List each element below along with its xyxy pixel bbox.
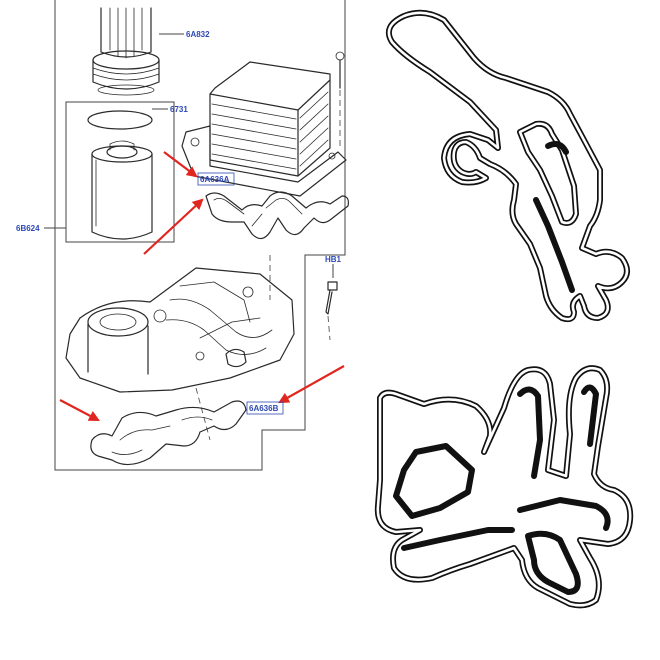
lower-gasket-small [90,400,247,466]
oil-filter-housing [65,267,295,393]
label-bolt: HB1 [325,255,342,264]
label-upper-gasket: 6A636A [200,175,230,184]
upper-gasket-callout-box [197,172,235,186]
filter-cartridge [91,140,153,240]
housing-bolt [325,264,338,341]
cooler-bolt [335,51,345,148]
lower-gasket-large [374,365,634,609]
arrow-upper-2 [143,198,204,255]
upper-gasket-small [205,191,349,240]
exploded-diagram: 6A832 6731 6A636A 6B624 HB1 6A636B [16,0,349,471]
label-o-ring: 6731 [170,105,188,114]
lower-gasket-small-inner [111,416,213,455]
label-lower-gasket: 6A636B [249,404,279,413]
filter-cap [92,7,160,96]
oil-cooler [181,61,347,197]
label-housing-group: 6B624 [16,224,40,233]
lower-gasket-callout-box [246,401,284,415]
guide-line-housing [195,387,211,441]
upper-gasket-large [386,9,630,323]
o-ring [87,110,153,130]
upper-gasket-small-inner [213,198,303,227]
arrow-lower-1 [59,399,100,422]
label-filter-cap: 6A832 [186,30,210,39]
arrow-lower-2 [278,365,345,404]
arrow-upper-1 [163,151,198,178]
filter-group-bracket [65,101,175,243]
diagram-frame [54,0,346,471]
